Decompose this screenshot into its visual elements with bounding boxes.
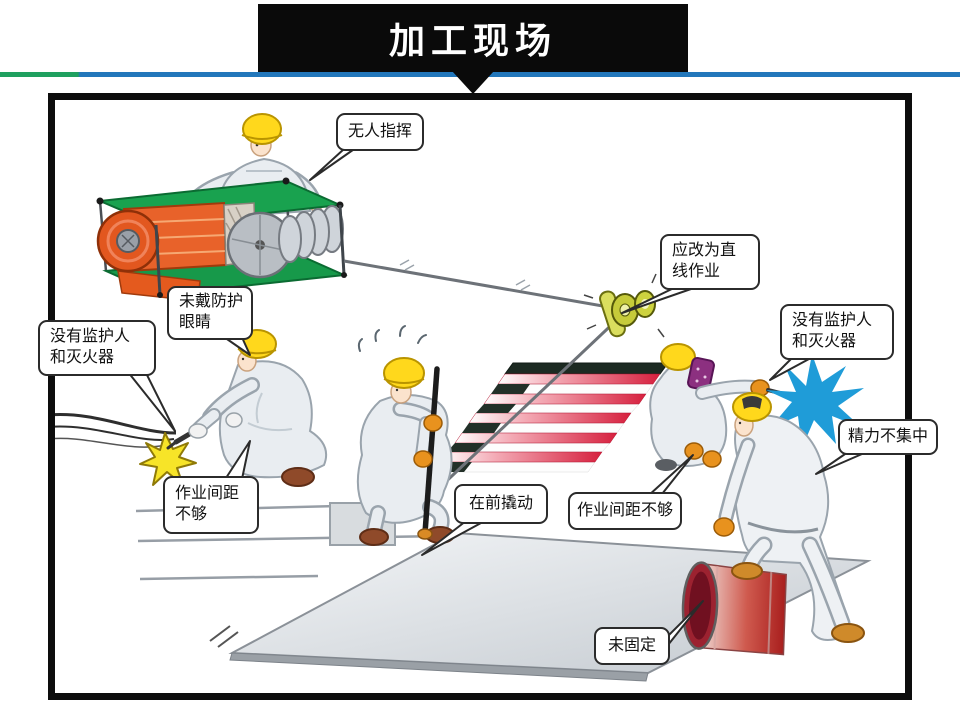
callout-prying-in-front: 在前撬动 xyxy=(454,484,548,524)
safety-helmet xyxy=(660,343,696,371)
work-glove xyxy=(713,517,735,537)
worksite-illustration xyxy=(48,93,912,700)
gas-cutting-worker xyxy=(48,329,328,487)
callout-text: 作业间距 不够 xyxy=(175,485,240,523)
work-glove xyxy=(413,450,433,468)
callout-change-to-straight-line: 应改为直 线作业 xyxy=(660,234,760,290)
callout-text: 未戴防护 眼睛 xyxy=(179,293,244,331)
pry-bar-worker xyxy=(329,325,455,546)
slide-title-banner: 加工现场 xyxy=(258,4,688,72)
safety-helmet xyxy=(242,113,282,145)
callout-text: 在前撬动 xyxy=(468,494,533,512)
callout-text: 作业间距不够 xyxy=(576,501,673,519)
welding-worker xyxy=(649,343,790,471)
callout-text: 无人指挥 xyxy=(347,122,412,140)
wire-rope-lower xyxy=(434,313,624,493)
gas-hoses xyxy=(48,413,177,435)
safety-helmet xyxy=(383,357,425,389)
callout-text: 没有监护人 和灭火器 xyxy=(792,312,873,350)
work-glove xyxy=(423,414,443,432)
wire-rope xyxy=(343,259,621,311)
winch-machine xyxy=(96,177,348,302)
striped-plate-stack xyxy=(431,362,669,473)
callout-text: 精力不集中 xyxy=(847,427,928,445)
pry-bar xyxy=(422,366,440,536)
work-glove xyxy=(702,450,722,468)
callout-no-supervisor-extinguisher-left: 没有监护人 和灭火器 xyxy=(38,320,156,376)
cutting-flame xyxy=(139,432,197,486)
callout-no-protective-goggles: 未戴防护 眼睛 xyxy=(167,286,253,340)
callout-not-secured: 未固定 xyxy=(594,627,670,665)
work-glove xyxy=(684,442,704,460)
callout-work-spacing-right: 作业间距不够 xyxy=(568,492,682,530)
callout-no-supervisor-extinguisher-right: 没有监护人 和灭火器 xyxy=(780,304,894,360)
callout-text: 没有监护人 和灭火器 xyxy=(50,328,131,366)
welding-spark xyxy=(766,354,864,448)
work-boot xyxy=(831,623,865,643)
page-title: 加工现场 xyxy=(388,20,557,61)
work-boot xyxy=(359,528,389,546)
callout-text: 应改为直 线作业 xyxy=(672,242,737,280)
work-boot xyxy=(731,562,763,580)
assisting-worker xyxy=(713,392,865,643)
banner-pointer-triangle xyxy=(452,71,494,94)
illustration-frame xyxy=(48,93,912,700)
callout-text: 未固定 xyxy=(607,636,656,654)
work-boot xyxy=(281,467,315,487)
callout-lack-of-focus: 精力不集中 xyxy=(838,419,938,455)
callout-work-spacing-left: 作业间距 不够 xyxy=(163,476,259,534)
callout-tails xyxy=(127,144,863,651)
sweat-marks xyxy=(357,325,427,352)
callout-no-director: 无人指挥 xyxy=(336,113,424,151)
